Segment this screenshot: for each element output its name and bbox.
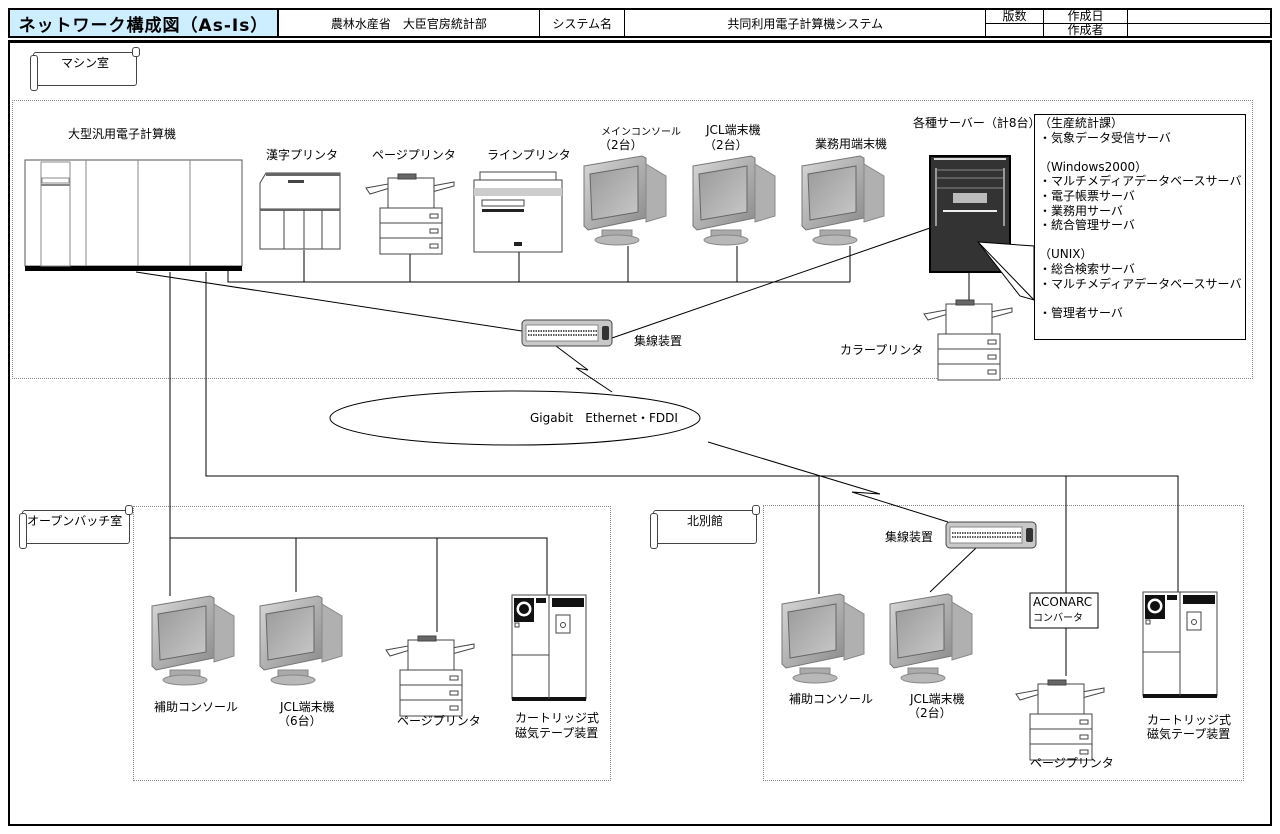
diagram-title: ネットワーク構成図（As-Is） bbox=[10, 10, 279, 36]
north-tape-unit-icon bbox=[1142, 591, 1218, 699]
business-terminal-label: 業務用端末機 bbox=[815, 137, 888, 151]
open-batch-page-printer-icon bbox=[385, 635, 475, 717]
north-annex-label: 北別館 bbox=[650, 505, 760, 549]
zone-north-annex bbox=[763, 505, 1244, 781]
open-batch-room-label: オープンバッチ室 bbox=[19, 505, 133, 549]
mainframe-label: 大型汎用電子計算機 bbox=[68, 127, 177, 141]
north-tape-unit-label-2: 磁気テープ装置 bbox=[1147, 727, 1231, 741]
open-batch-page-printer-label: ページプリンタ bbox=[397, 714, 481, 728]
jcl-terminal-6-label: JCL端末機 bbox=[280, 700, 335, 714]
server-list-item: （Windows2000） bbox=[1039, 159, 1148, 174]
server-list-item: （UNIX） bbox=[1039, 247, 1093, 262]
created-date-value bbox=[1128, 10, 1270, 24]
open-batch-room-label-text: オープンバッチ室 bbox=[27, 514, 123, 528]
page-printer-icon bbox=[365, 173, 455, 255]
main-console-icon bbox=[583, 155, 667, 246]
business-terminal-icon bbox=[801, 155, 885, 246]
north-hub-icon bbox=[945, 521, 1037, 549]
server-list: （生産統計課）・気象データ受信サーバ （Windows2000）・マルチメディア… bbox=[1034, 114, 1246, 340]
aux-console-label: 補助コンソール bbox=[154, 700, 239, 714]
aconarc-converter bbox=[1029, 592, 1099, 629]
hub-label: 集線装置 bbox=[634, 334, 683, 348]
zone-machine-room bbox=[12, 100, 1253, 379]
backbone-label: Gigabit Ethernet・FDDI bbox=[530, 411, 678, 425]
jcl-terminal-icon bbox=[692, 155, 776, 246]
department: 農林水産省 大臣官房統計部 bbox=[279, 10, 540, 36]
jcl-terminal-6-count: （6台） bbox=[278, 714, 322, 728]
north-page-printer-icon bbox=[1015, 679, 1105, 761]
server-list-item: ・マルチメディアデータベースサーバ bbox=[1039, 174, 1242, 189]
version-value bbox=[986, 23, 1044, 37]
mainframe-icon bbox=[24, 159, 243, 271]
north-aux-console-icon bbox=[781, 593, 865, 684]
machine-room-label-text: マシン室 bbox=[60, 56, 109, 70]
server-list-item bbox=[1039, 291, 1241, 306]
system-name: 共同利用電子計算機システム bbox=[625, 10, 986, 36]
machine-room-bus bbox=[135, 227, 1179, 676]
line-printer-icon bbox=[473, 171, 563, 253]
tape-unit-label-2: 磁気テープ装置 bbox=[515, 726, 599, 740]
title-block: ネットワーク構成図（As-Is） 農林水産省 大臣官房統計部 システム名 共同利… bbox=[8, 8, 1272, 38]
revision-block: 版数 作成日 作成者 bbox=[986, 9, 1270, 37]
color-printer-icon bbox=[923, 299, 1013, 381]
system-name-label: システム名 bbox=[540, 10, 626, 36]
backbone-network bbox=[329, 390, 701, 446]
north-page-printer-label: ページプリンタ bbox=[1030, 756, 1114, 770]
jcl-terminal-count: （2台） bbox=[704, 138, 748, 152]
north-aux-console-label: 補助コンソール bbox=[789, 692, 874, 706]
north-annex-label-text: 北別館 bbox=[686, 514, 723, 528]
north-jcl-terminal-count: （2台） bbox=[908, 706, 952, 720]
server-list-item: ・管理者サーバ bbox=[1039, 305, 1123, 320]
jcl-terminal-6-icon bbox=[259, 595, 343, 686]
aux-console-icon bbox=[151, 595, 235, 686]
line-printer-label: ラインプリンタ bbox=[487, 148, 571, 162]
created-date-label: 作成日 bbox=[1044, 9, 1128, 24]
north-jcl-terminal-icon bbox=[889, 593, 973, 684]
diagram-frame bbox=[8, 40, 1272, 826]
tape-unit-icon bbox=[511, 594, 587, 702]
jcl-terminal-label: JCL端末機 bbox=[706, 123, 761, 137]
server-list-item: ・総合検索サーバ bbox=[1039, 261, 1135, 276]
server-icon bbox=[929, 155, 1011, 273]
kanji-printer-label: 漢字プリンタ bbox=[266, 148, 339, 162]
north-hub-label: 集線装置 bbox=[885, 530, 934, 544]
servers-label: 各種サーバー（計8台） bbox=[913, 116, 1041, 130]
machine-room-label: マシン室 bbox=[30, 47, 140, 91]
server-list-item: （生産統計課） bbox=[1039, 116, 1124, 130]
main-console-label: メインコンソール bbox=[601, 127, 681, 138]
color-printer-label: カラープリンタ bbox=[840, 343, 924, 357]
page-printer-label: ページプリンタ bbox=[372, 148, 456, 162]
zone-open-batch-room bbox=[133, 506, 611, 781]
author-label: 作成者 bbox=[1044, 23, 1128, 37]
tape-unit-label-1: カートリッジ式 bbox=[515, 711, 600, 725]
converter-label-2: コンバータ bbox=[1033, 613, 1083, 624]
kanji-printer-icon bbox=[259, 172, 341, 250]
server-list-item: ・気象データ受信サーバ bbox=[1039, 130, 1171, 145]
version-label: 版数 bbox=[986, 9, 1044, 24]
main-console-count: （2台） bbox=[599, 138, 643, 152]
north-tape-unit-label-1: カートリッジ式 bbox=[1147, 713, 1232, 727]
north-jcl-terminal-label: JCL端末機 bbox=[910, 692, 965, 706]
hub-icon bbox=[521, 319, 613, 347]
server-list-item: ・業務用サーバ bbox=[1039, 203, 1123, 218]
converter-label-1: ACONARC bbox=[1033, 595, 1093, 609]
server-list-item bbox=[1039, 145, 1241, 160]
server-list-item: ・マルチメディアデータベースサーバ bbox=[1039, 276, 1242, 291]
server-list-item: ・電子帳票サーバ bbox=[1039, 188, 1135, 203]
server-list-item bbox=[1039, 233, 1241, 248]
server-list-item: ・統合管理サーバ bbox=[1039, 218, 1135, 233]
